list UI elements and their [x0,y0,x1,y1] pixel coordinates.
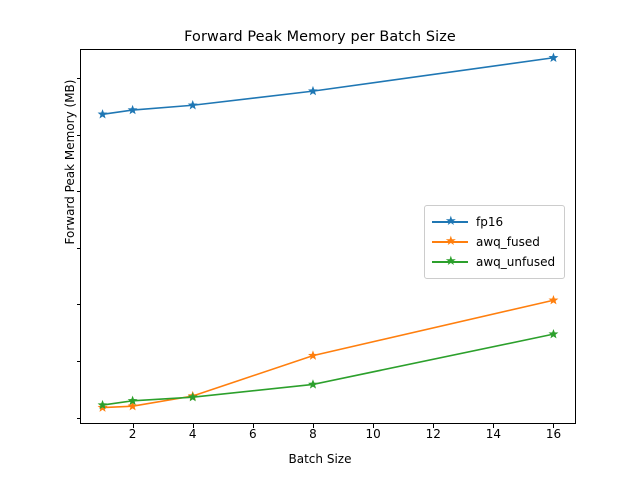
x-tick-label: 16 [545,427,562,441]
x-tick-mark [312,424,314,428]
chart-legend[interactable]: ★ fp16 ★ awq_fused ★ awq_unfused [424,205,566,279]
x-tick-mark [373,424,375,428]
y-tick-mark [76,191,80,193]
data-point-marker [548,295,559,305]
x-tick-label: 2 [128,427,137,441]
y-tick-mark [76,78,80,80]
data-point-marker [127,401,138,411]
data-point-marker [308,379,318,389]
data-point-marker [308,85,318,96]
legend-item-awq_fused[interactable]: ★ awq_fused [432,232,555,252]
y-tick-mark [76,134,80,136]
data-point-marker [548,52,559,62]
legend-swatch-icon: ★ [432,255,468,269]
legend-label: awq_fused [476,235,540,249]
y-tick-mark [76,417,80,419]
x-tick-label: 10 [365,427,381,441]
data-point-marker [187,100,198,110]
series-fp16 [97,52,559,119]
x-tick-label: 14 [485,427,501,441]
data-point-marker [548,328,559,339]
series-line [102,333,554,406]
y-tick-mark [76,247,80,249]
series-line [102,299,554,409]
legend-swatch-icon: ★ [432,235,468,249]
legend-item-fp16[interactable]: ★ fp16 [432,212,555,232]
y-tick-mark [76,304,80,306]
x-tick-label: 12 [425,427,441,441]
data-point-marker [127,395,138,406]
plot-area [80,49,576,424]
series-awq_fused [97,295,559,412]
legend-item-awq_unfused[interactable]: ★ awq_unfused [432,252,555,272]
x-tick-mark [433,424,435,428]
series-awq_unfused [97,328,559,410]
legend-swatch-icon: ★ [432,215,468,229]
x-tick-mark [192,424,194,428]
x-axis-label: Batch Size [288,452,352,466]
legend-label: awq_unfused [476,255,556,269]
x-tick-label: 4 [188,427,197,441]
data-point-marker [308,350,318,360]
series-line [102,56,554,116]
data-point-marker [97,399,108,410]
data-point-marker [97,109,108,119]
data-point-marker [127,104,138,115]
legend-label: fp16 [476,215,504,229]
y-tick-mark [76,360,80,362]
x-tick-label: 6 [249,427,257,441]
chart-title: Forward Peak Memory per Batch Size [184,29,456,45]
data-point-marker [187,391,198,402]
x-tick-mark [553,424,555,428]
x-tick-label: 8 [309,427,317,441]
x-tick-mark [132,424,134,428]
x-tick-mark [493,424,495,428]
x-tick-mark [252,424,254,428]
